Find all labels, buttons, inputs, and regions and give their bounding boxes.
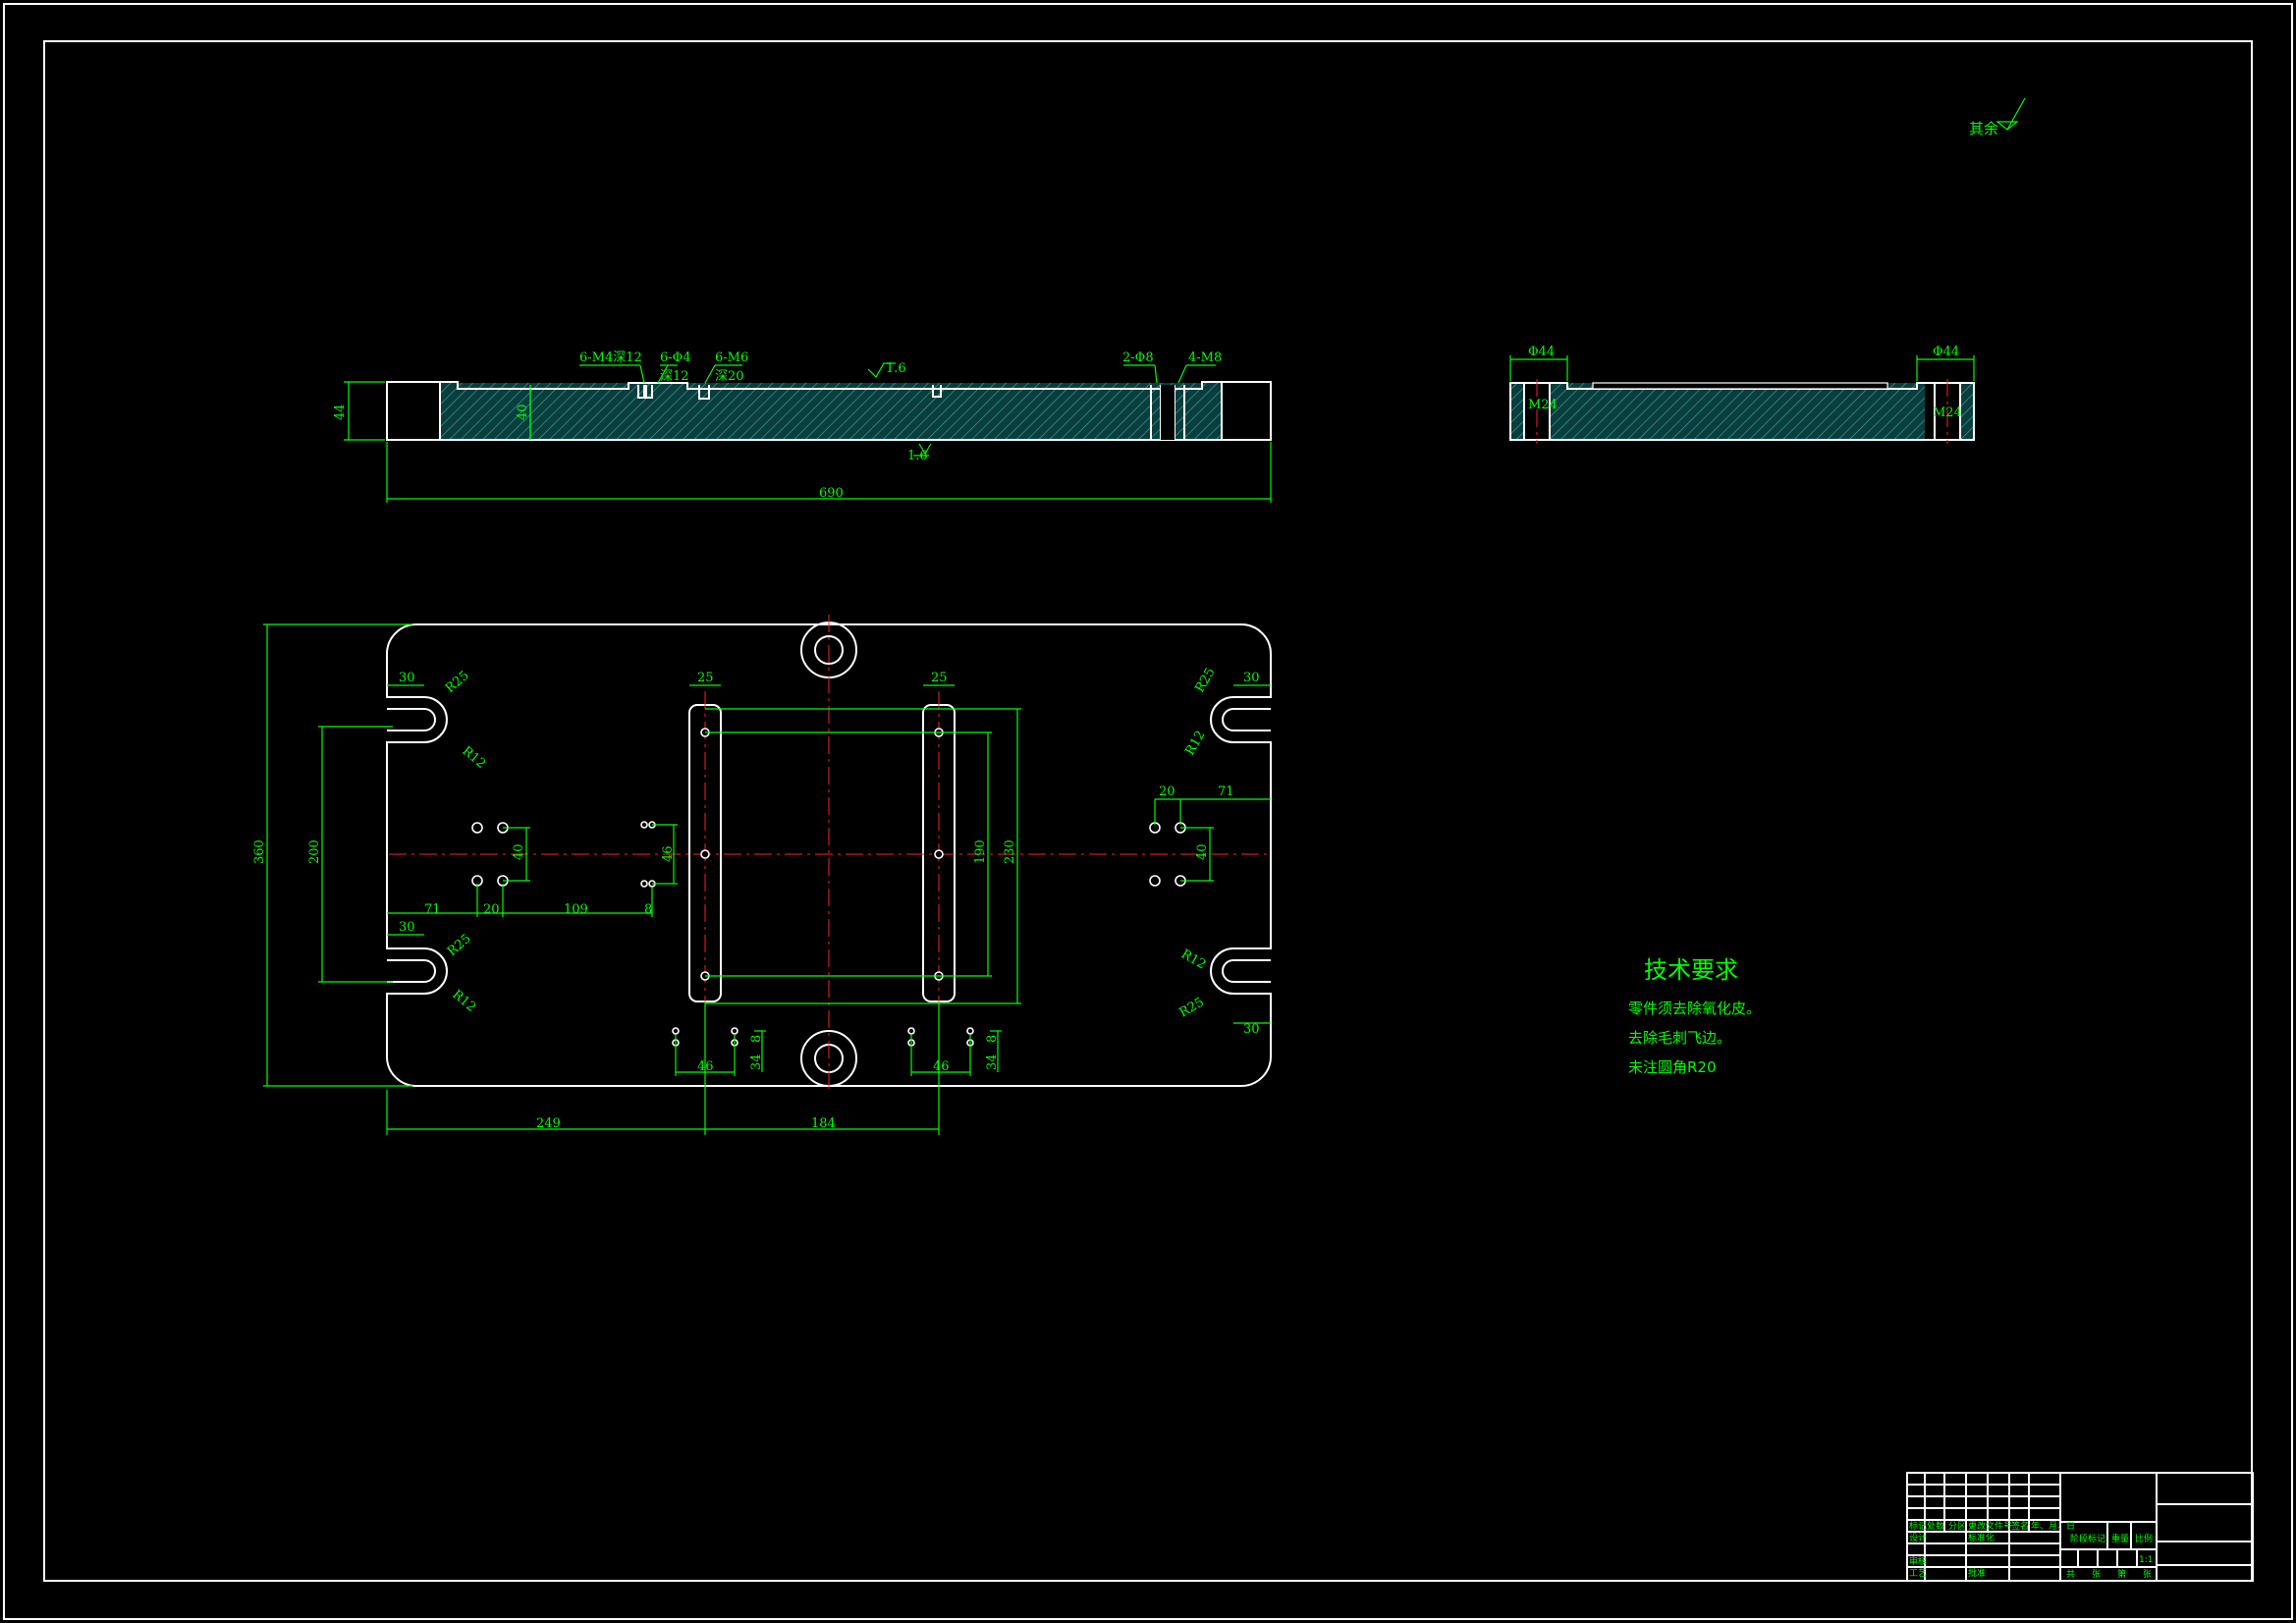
title-block: 标记 处数 分区 更改文件号 签名 年、月、日 设计 标准化 审核 工艺 批准 … (1906, 1472, 2254, 1582)
tb-approve: 批准 (1968, 1567, 1986, 1579)
tb-fenqu: 分区 (1948, 1521, 1966, 1532)
dim-360: 360 (252, 839, 267, 864)
tech-note-1: 零件须去除氧化皮。 (1628, 1000, 1761, 1017)
front-left-end (386, 381, 441, 441)
dim-r25-tr: R25 (1192, 666, 1218, 695)
dim-109: 109 (564, 902, 588, 917)
dim-34-bottom-right: 34 (985, 1054, 1000, 1070)
roughness-note-text: 其余 (1969, 120, 1998, 137)
tb-page: 第 (2117, 1568, 2126, 1580)
dim-r25-br: R25 (1177, 995, 1207, 1020)
dim-40-left: 40 (512, 843, 526, 860)
tb-standardization: 标准化 (1968, 1532, 1995, 1543)
tb-stage-mark: 阶段标记 (2070, 1533, 2105, 1544)
label-6-d4: 6-Φ4 (660, 351, 691, 365)
tech-note-3: 未注圆角R20 (1628, 1058, 1717, 1076)
tb-chushu: 处数 (1927, 1520, 1944, 1532)
dim-30-tr: 30 (1243, 671, 1260, 685)
dim-r12-br: R12 (1178, 947, 1208, 972)
dim-8-bottom-left: 8 (749, 1035, 764, 1043)
dim-40: 40 (516, 404, 530, 420)
tb-sheet: 张 (2143, 1569, 2152, 1580)
tb-date: 年、月、日 (2031, 1520, 2075, 1532)
dim-d44-right: Φ44 (1933, 345, 1959, 359)
dim-200: 200 (307, 839, 322, 864)
tech-req-title: 技术要求 (1644, 956, 1738, 984)
tb-total: 共 (2066, 1569, 2075, 1580)
tb-sheets: 张 (2092, 1569, 2101, 1580)
label-4-m8: 4-M8 (1188, 351, 1222, 365)
dim-71-right: 71 (1218, 784, 1234, 799)
label-m6-depth: 深20 (715, 369, 744, 384)
dim-46-bottom-left: 46 (697, 1059, 714, 1074)
dim-46-left: 46 (661, 845, 676, 862)
label-d4-depth: 深12 (660, 369, 689, 384)
front-right-end (1221, 381, 1272, 441)
roughness-bottom: 1.6 (907, 449, 928, 463)
dim-30-tl: 30 (399, 671, 415, 685)
outer-border (3, 3, 2293, 1620)
tech-note-2: 去除毛刺飞边。 (1628, 1029, 1731, 1047)
dim-44: 44 (333, 404, 348, 420)
tb-design: 设计 (1909, 1532, 1927, 1543)
tb-biaoji: 标记 (1909, 1520, 1927, 1532)
tb-scale-value: 1:1 (2139, 1555, 2153, 1565)
tb-scale: 比例 (2135, 1533, 2153, 1544)
dim-25-left: 25 (697, 671, 714, 685)
top-view: 360 200 30 R25 R12 30 R25 R12 30 R25 R12… (252, 615, 1272, 1135)
dim-r25-bl: R25 (445, 932, 474, 959)
dim-30-bl: 30 (399, 920, 415, 935)
dim-34-bottom-left: 34 (749, 1054, 764, 1070)
dim-20-left: 20 (483, 902, 500, 917)
dim-40-right: 40 (1195, 843, 1210, 860)
dim-230: 230 (1003, 839, 1017, 864)
dim-m24-left: M24 (1528, 398, 1558, 412)
label-6-m6: 6-M6 (715, 351, 748, 365)
dim-20-right: 20 (1159, 784, 1175, 799)
roughness-note: 其余 (1969, 97, 2026, 137)
technical-requirements: 技术要求 零件须去除氧化皮。 去除毛刺飞边。 未注圆角R20 (1628, 956, 1761, 1076)
tb-change-doc: 更改文件号 (1968, 1520, 2012, 1532)
roughness-top: 1.6 (886, 361, 906, 376)
tb-weight: 重量 (2111, 1533, 2129, 1544)
label-2-d8: 2-Φ8 (1122, 351, 1154, 365)
dim-8-left: 8 (644, 902, 652, 917)
front-section-view: 6-M4深12 6-Φ4 深12 6-M6 深20 2-Φ8 4-M8 1.6 … (333, 351, 1272, 503)
tb-review: 审核 (1909, 1555, 1927, 1567)
dim-184: 184 (811, 1116, 836, 1131)
dim-71-left: 71 (424, 902, 441, 917)
dim-r12-tr: R12 (1182, 729, 1208, 758)
dim-190: 190 (973, 839, 988, 864)
label-6-m4: 6-M4深12 (579, 351, 642, 365)
dim-25-right: 25 (931, 671, 948, 685)
side-section-view: Φ44 Φ44 M24 M24 (1509, 345, 1975, 444)
drawing-frame (43, 40, 2253, 1582)
dim-r12-tl: R12 (459, 744, 488, 772)
dim-d44-left: Φ44 (1528, 345, 1555, 359)
dim-r25-tl: R25 (443, 669, 472, 696)
tb-signature: 签名 (2011, 1520, 2029, 1532)
dim-8-bottom-right: 8 (985, 1035, 1000, 1043)
dim-r12-bl: R12 (449, 988, 478, 1015)
tb-process: 工艺 (1909, 1568, 1927, 1579)
dim-46-bottom-right: 46 (933, 1059, 950, 1074)
dim-m24-right: M24 (1933, 406, 1962, 420)
dim-690: 690 (819, 486, 844, 501)
dim-30-br: 30 (1243, 1022, 1260, 1037)
dim-249: 249 (536, 1116, 561, 1131)
